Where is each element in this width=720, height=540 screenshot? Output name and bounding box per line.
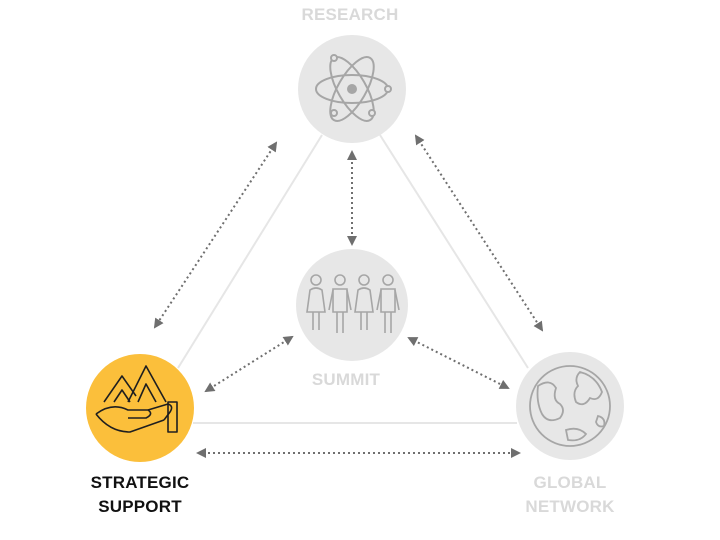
summit-label: SUMMIT — [311, 370, 381, 389]
global-network-circle — [516, 352, 624, 460]
globe-icon — [529, 365, 611, 447]
summit-circle — [296, 249, 408, 361]
people-group-icon — [306, 274, 400, 333]
node-strategic-support[interactable] — [86, 354, 194, 462]
arrow-research-global — [414, 134, 544, 332]
arrow-research-strategic — [153, 141, 278, 329]
arrow-summit-strategic — [204, 335, 294, 393]
strategic-support-circle — [86, 354, 194, 462]
dotted-arrows — [153, 134, 544, 458]
atom-icon — [315, 54, 392, 122]
strategic-support-label-line2: SUPPORT — [98, 497, 182, 516]
research-label: RESEARCH — [301, 5, 399, 24]
global-network-label-line1: GLOBAL — [533, 473, 607, 492]
node-summit[interactable] — [296, 249, 408, 361]
global-network-label-line2: NETWORK — [525, 497, 615, 516]
connector-research-global — [379, 134, 529, 369]
global-network-label: GLOBAL NETWORK — [470, 471, 670, 519]
node-research[interactable] — [298, 35, 406, 143]
arrow-summit-global — [407, 337, 510, 389]
strategic-support-label-line1: STRATEGIC — [90, 473, 190, 492]
connector-research-strategic — [177, 134, 323, 369]
strategic-support-label: STRATEGIC SUPPORT — [40, 471, 240, 519]
node-global-network[interactable] — [516, 352, 624, 460]
hand-mountains-icon — [95, 365, 178, 433]
